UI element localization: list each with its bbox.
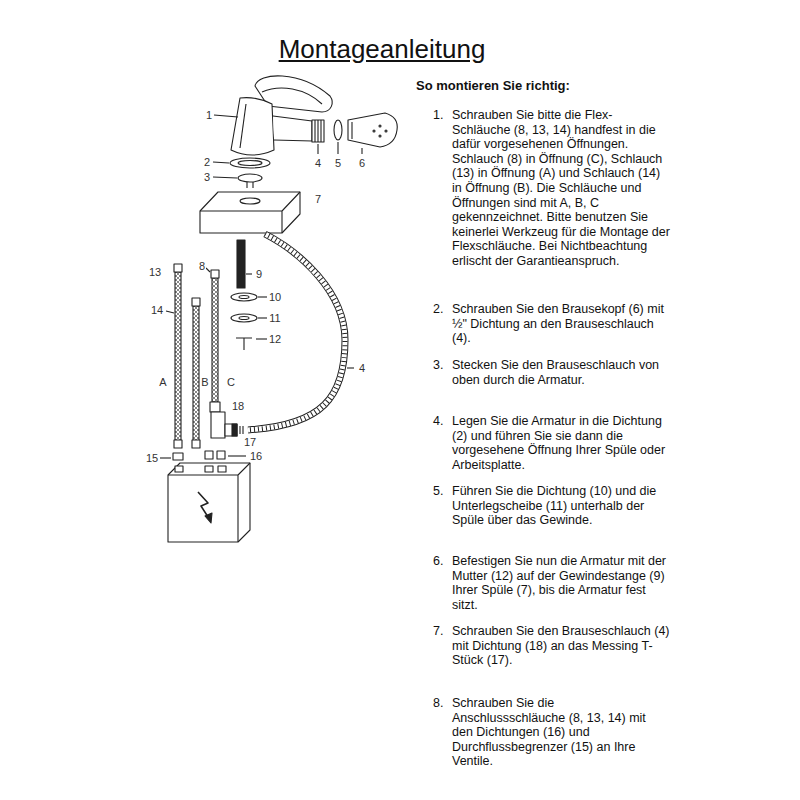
step-number: 4. (433, 414, 443, 429)
step-number: 8. (433, 696, 443, 711)
callout-letter: B (200, 376, 209, 388)
callout-number: 8 (198, 260, 206, 272)
step-number: 2. (433, 302, 443, 317)
step-text: Führen Sie die Dichtung (10) und die Unt… (452, 484, 670, 528)
callout-number: 14 (150, 304, 164, 316)
callout-number: 15 (145, 452, 159, 464)
callout-number: 17 (243, 436, 257, 448)
step-text: Befestigen Sie nun die Armatur mit der M… (452, 554, 670, 612)
callout-number: 6 (358, 157, 366, 169)
step-text: Schrauben Sie bitte die Flex-Schläuche (… (452, 108, 670, 269)
callout-number: 4 (314, 157, 322, 169)
callout-number: 7 (314, 193, 322, 205)
step-text: Schrauben Sie den Brauseschlauch (4) mit… (452, 624, 670, 668)
step-text: Stecken Sie den Brauseschlauch von oben … (452, 358, 670, 387)
step-text: Legen Sie die Armatur in die Dichtung (2… (452, 414, 670, 472)
callout-number: 1 (205, 109, 213, 121)
callout-number: 12 (268, 333, 282, 345)
step-number: 7. (433, 624, 443, 639)
document-title: Montageanleitung (279, 34, 486, 65)
callout-number: 10 (268, 291, 282, 303)
callout-letter: C (226, 376, 236, 388)
step-number: 6. (433, 554, 443, 569)
callout-number: 11 (268, 312, 281, 324)
callout-number: 3 (203, 171, 211, 183)
callout-number: 5 (334, 157, 342, 169)
step-number: 3. (433, 358, 443, 373)
step-number: 5. (433, 484, 443, 499)
callout-letter: A (158, 376, 167, 388)
callout-number: 4 (358, 362, 366, 374)
section-heading: So montieren Sie richtig: (416, 78, 570, 93)
callout-number: 18 (231, 400, 245, 412)
step-number: 1. (433, 108, 443, 123)
callout-number: 9 (255, 268, 263, 280)
callout-number: 13 (148, 266, 162, 278)
callout-number: 2 (203, 156, 211, 168)
step-text: Schrauben Sie den Brausekopf (6) mit ½" … (452, 302, 670, 346)
step-text: Schrauben Sie die Anschlussschläuche (8,… (452, 696, 670, 769)
callout-number: 16 (249, 450, 263, 462)
